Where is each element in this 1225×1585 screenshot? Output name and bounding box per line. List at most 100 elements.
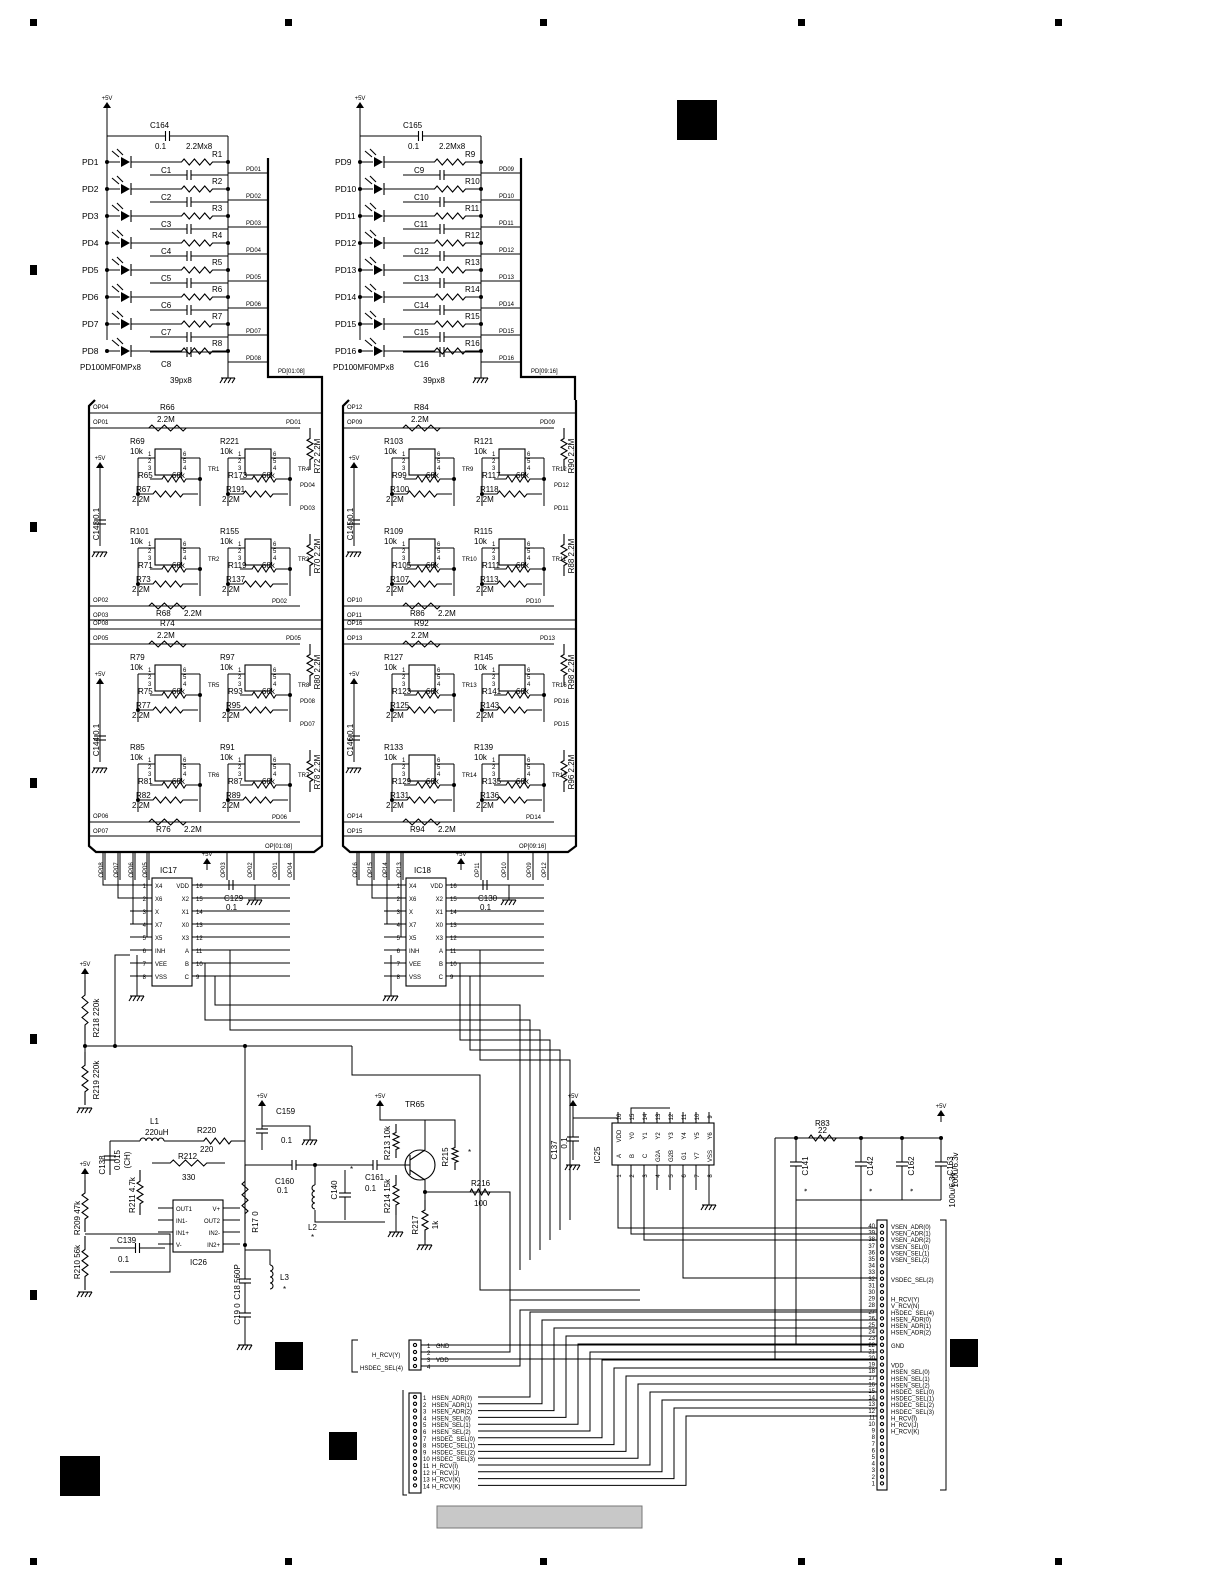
pin-signal: G1 <box>682 1151 688 1160</box>
junction-dot <box>105 349 109 353</box>
ground-icon <box>564 1164 581 1171</box>
junction-dot <box>136 708 140 712</box>
cap-ref: C163 <box>946 1156 955 1176</box>
pin-marker <box>412 1401 418 1406</box>
junction-dot <box>288 567 292 571</box>
cap-ref: C12 <box>414 247 429 256</box>
resistor-symbol <box>166 212 228 220</box>
pin-number: 2 <box>238 675 242 681</box>
junction-dot <box>226 268 230 272</box>
junction-dot <box>480 492 484 496</box>
pin-signal: X5 <box>155 936 163 942</box>
wire <box>512 899 517 906</box>
supply-arrow-icon: +5V <box>95 672 105 690</box>
pin-marker <box>879 1441 885 1446</box>
capacitor-symbol <box>935 1138 947 1190</box>
supply-arrow-icon: +5V <box>355 96 365 114</box>
photodiode-icon <box>111 283 132 303</box>
resistor-symbol <box>404 691 452 699</box>
diode-triangle <box>121 211 130 221</box>
resistor-symbol <box>419 158 481 166</box>
transistor-ref: TR65 <box>405 1100 425 1109</box>
capacitor-symbol <box>360 1160 390 1170</box>
wire <box>80 1291 85 1298</box>
pin-number: 10 <box>423 1457 430 1463</box>
res-ref: R66 <box>160 403 175 412</box>
junction-dot <box>390 582 394 586</box>
pin-signal: IN2+ <box>207 1243 220 1249</box>
pin-number: 3 <box>397 910 401 916</box>
cap-ref: C165 <box>403 121 423 130</box>
pin-number: 2 <box>427 1351 431 1357</box>
wire <box>351 1046 640 1291</box>
res-ref: R16 <box>465 339 480 348</box>
pin-signal: X <box>155 910 159 916</box>
capacitor-symbol <box>150 197 228 207</box>
cap-ref: C5 <box>161 274 172 283</box>
wire <box>371 852 384 899</box>
wire <box>357 767 362 774</box>
wire <box>630 1107 670 1112</box>
capacitor-symbol <box>104 1141 116 1175</box>
net-label: PD03 <box>246 221 262 227</box>
resistor-zigzag <box>559 750 569 792</box>
wire <box>245 1249 271 1265</box>
inductor-coil <box>151 1137 159 1142</box>
pin-signal: V_RCV(N) <box>891 1304 919 1310</box>
pin-marker <box>412 1356 418 1362</box>
inductor-coil <box>139 1137 147 1142</box>
resistor-zigzag <box>150 565 198 573</box>
resistor-symbol <box>482 706 542 714</box>
photodiode-icon <box>364 148 385 168</box>
net-label: OP05 <box>143 862 149 878</box>
pd-label: PD11 <box>335 211 356 221</box>
junction-dot <box>198 783 202 787</box>
cap-ref: C11 <box>414 220 429 229</box>
diode-triangle <box>121 265 130 275</box>
wire <box>382 995 387 1002</box>
inductor-ref: L2 <box>308 1223 317 1232</box>
res-ref: R95 <box>226 701 241 710</box>
supply-arrow-icon: +5V <box>80 962 90 980</box>
junction-dot <box>226 322 230 326</box>
pin-marker <box>879 1316 885 1321</box>
supply-arrow-icon: +5V <box>349 672 359 690</box>
wire <box>111 231 120 239</box>
diode-triangle <box>374 211 383 221</box>
registration-mark <box>30 19 37 26</box>
resistor-zigzag <box>241 1165 249 1230</box>
diode-triangle <box>121 346 130 356</box>
res-ref: R15 <box>465 312 480 321</box>
resistor-zigzag <box>391 1175 401 1215</box>
wire <box>309 1139 314 1146</box>
capacitor-symbol <box>403 332 481 342</box>
resistor-symbol <box>228 706 288 714</box>
pin-number: 25 <box>868 1323 875 1329</box>
pin-number: 5 <box>183 549 187 555</box>
connector-body <box>408 1392 422 1494</box>
res-label: R88 2.2M <box>567 538 576 573</box>
pin-number: 1 <box>492 668 496 674</box>
pin-signal: INH <box>409 949 419 955</box>
junction-dot <box>105 214 109 218</box>
pd-label: PD13 <box>335 265 357 275</box>
pin-number: 7 <box>397 962 401 968</box>
arrow-head <box>258 1100 266 1106</box>
arrow-head <box>96 462 104 468</box>
transistor-array-body <box>244 448 272 476</box>
junction-dot <box>198 477 202 481</box>
inductor-ref: L1 <box>150 1117 159 1126</box>
junction-dot <box>105 295 109 299</box>
resistor-zigzag <box>419 158 481 166</box>
diode-triangle <box>374 238 383 248</box>
net-label: PD16 <box>499 356 515 362</box>
net-label: PD13 <box>540 636 556 642</box>
res-label: R213 10k <box>383 1125 392 1160</box>
capacitor-symbol <box>150 305 228 315</box>
res-label: R218 220k <box>92 998 101 1038</box>
junction-dot <box>358 268 362 272</box>
resistor-symbol <box>392 706 452 714</box>
pin-number: 6 <box>872 1448 876 1454</box>
net-label: OP11 <box>475 862 481 878</box>
